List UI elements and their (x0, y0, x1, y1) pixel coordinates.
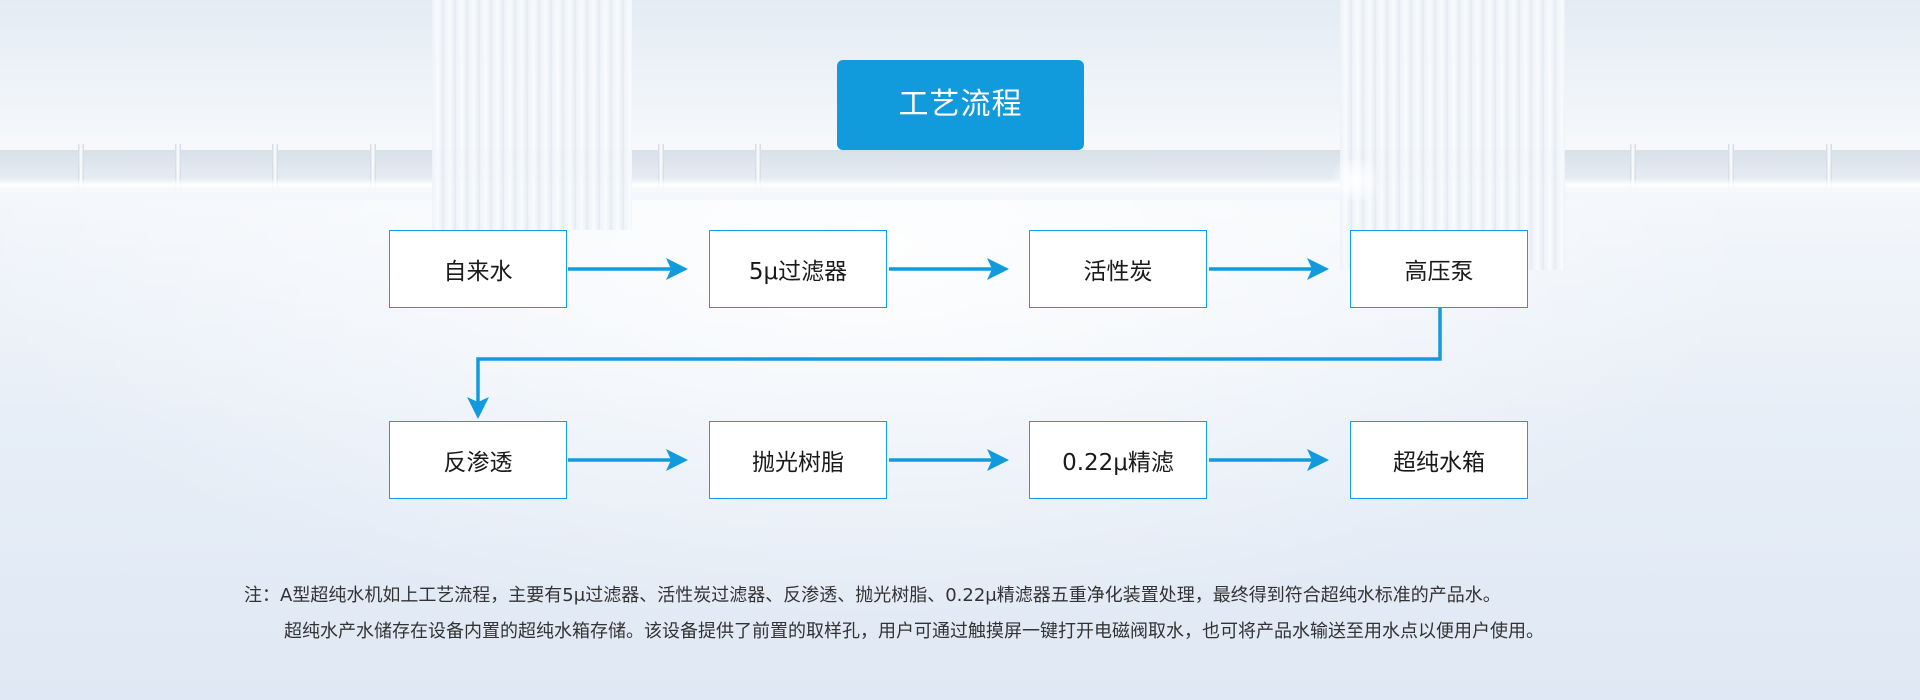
railing-post (370, 144, 376, 188)
flow-node-0-22u-fine-filter: 0.22μ精滤 (1029, 421, 1207, 499)
railing-post (1728, 144, 1734, 188)
note-line-2: 超纯水产水储存在设备内置的超纯水箱存储。该设备提供了前置的取样孔，用户可通过触摸… (284, 621, 1544, 642)
flow-node-tap-water: 自来水 (389, 230, 567, 308)
flow-node-reverse-osmosis: 反渗透 (389, 421, 567, 499)
process-note: 注：A型超纯水机如上工艺流程，主要有5μ过滤器、活性炭过滤器、反渗透、抛光树脂、… (244, 578, 1544, 650)
background-pillar-right (1340, 0, 1565, 270)
flow-node-high-pressure-pump: 高压泵 (1350, 230, 1528, 308)
railing-post (175, 144, 181, 188)
page-title: 工艺流程 (837, 60, 1084, 150)
background-floor-glow (0, 200, 1920, 700)
railing-post (658, 144, 664, 188)
railing-post (755, 144, 761, 188)
railing-post (1826, 144, 1832, 188)
railing-post (78, 144, 84, 188)
flow-node-polishing-resin: 抛光树脂 (709, 421, 887, 499)
note-line-1: 注：A型超纯水机如上工艺流程，主要有5μ过滤器、活性炭过滤器、反渗透、抛光树脂、… (244, 585, 1501, 606)
background-pillar-left (432, 0, 632, 230)
flow-node-ultrapure-water-tank: 超纯水箱 (1350, 421, 1528, 499)
background-light-spark (1325, 160, 1385, 200)
flow-node-activated-carbon: 活性炭 (1029, 230, 1207, 308)
flow-node-5u-filter: 5μ过滤器 (709, 230, 887, 308)
background-railing (0, 178, 1920, 192)
railing-post (272, 144, 278, 188)
railing-post (1630, 144, 1636, 188)
